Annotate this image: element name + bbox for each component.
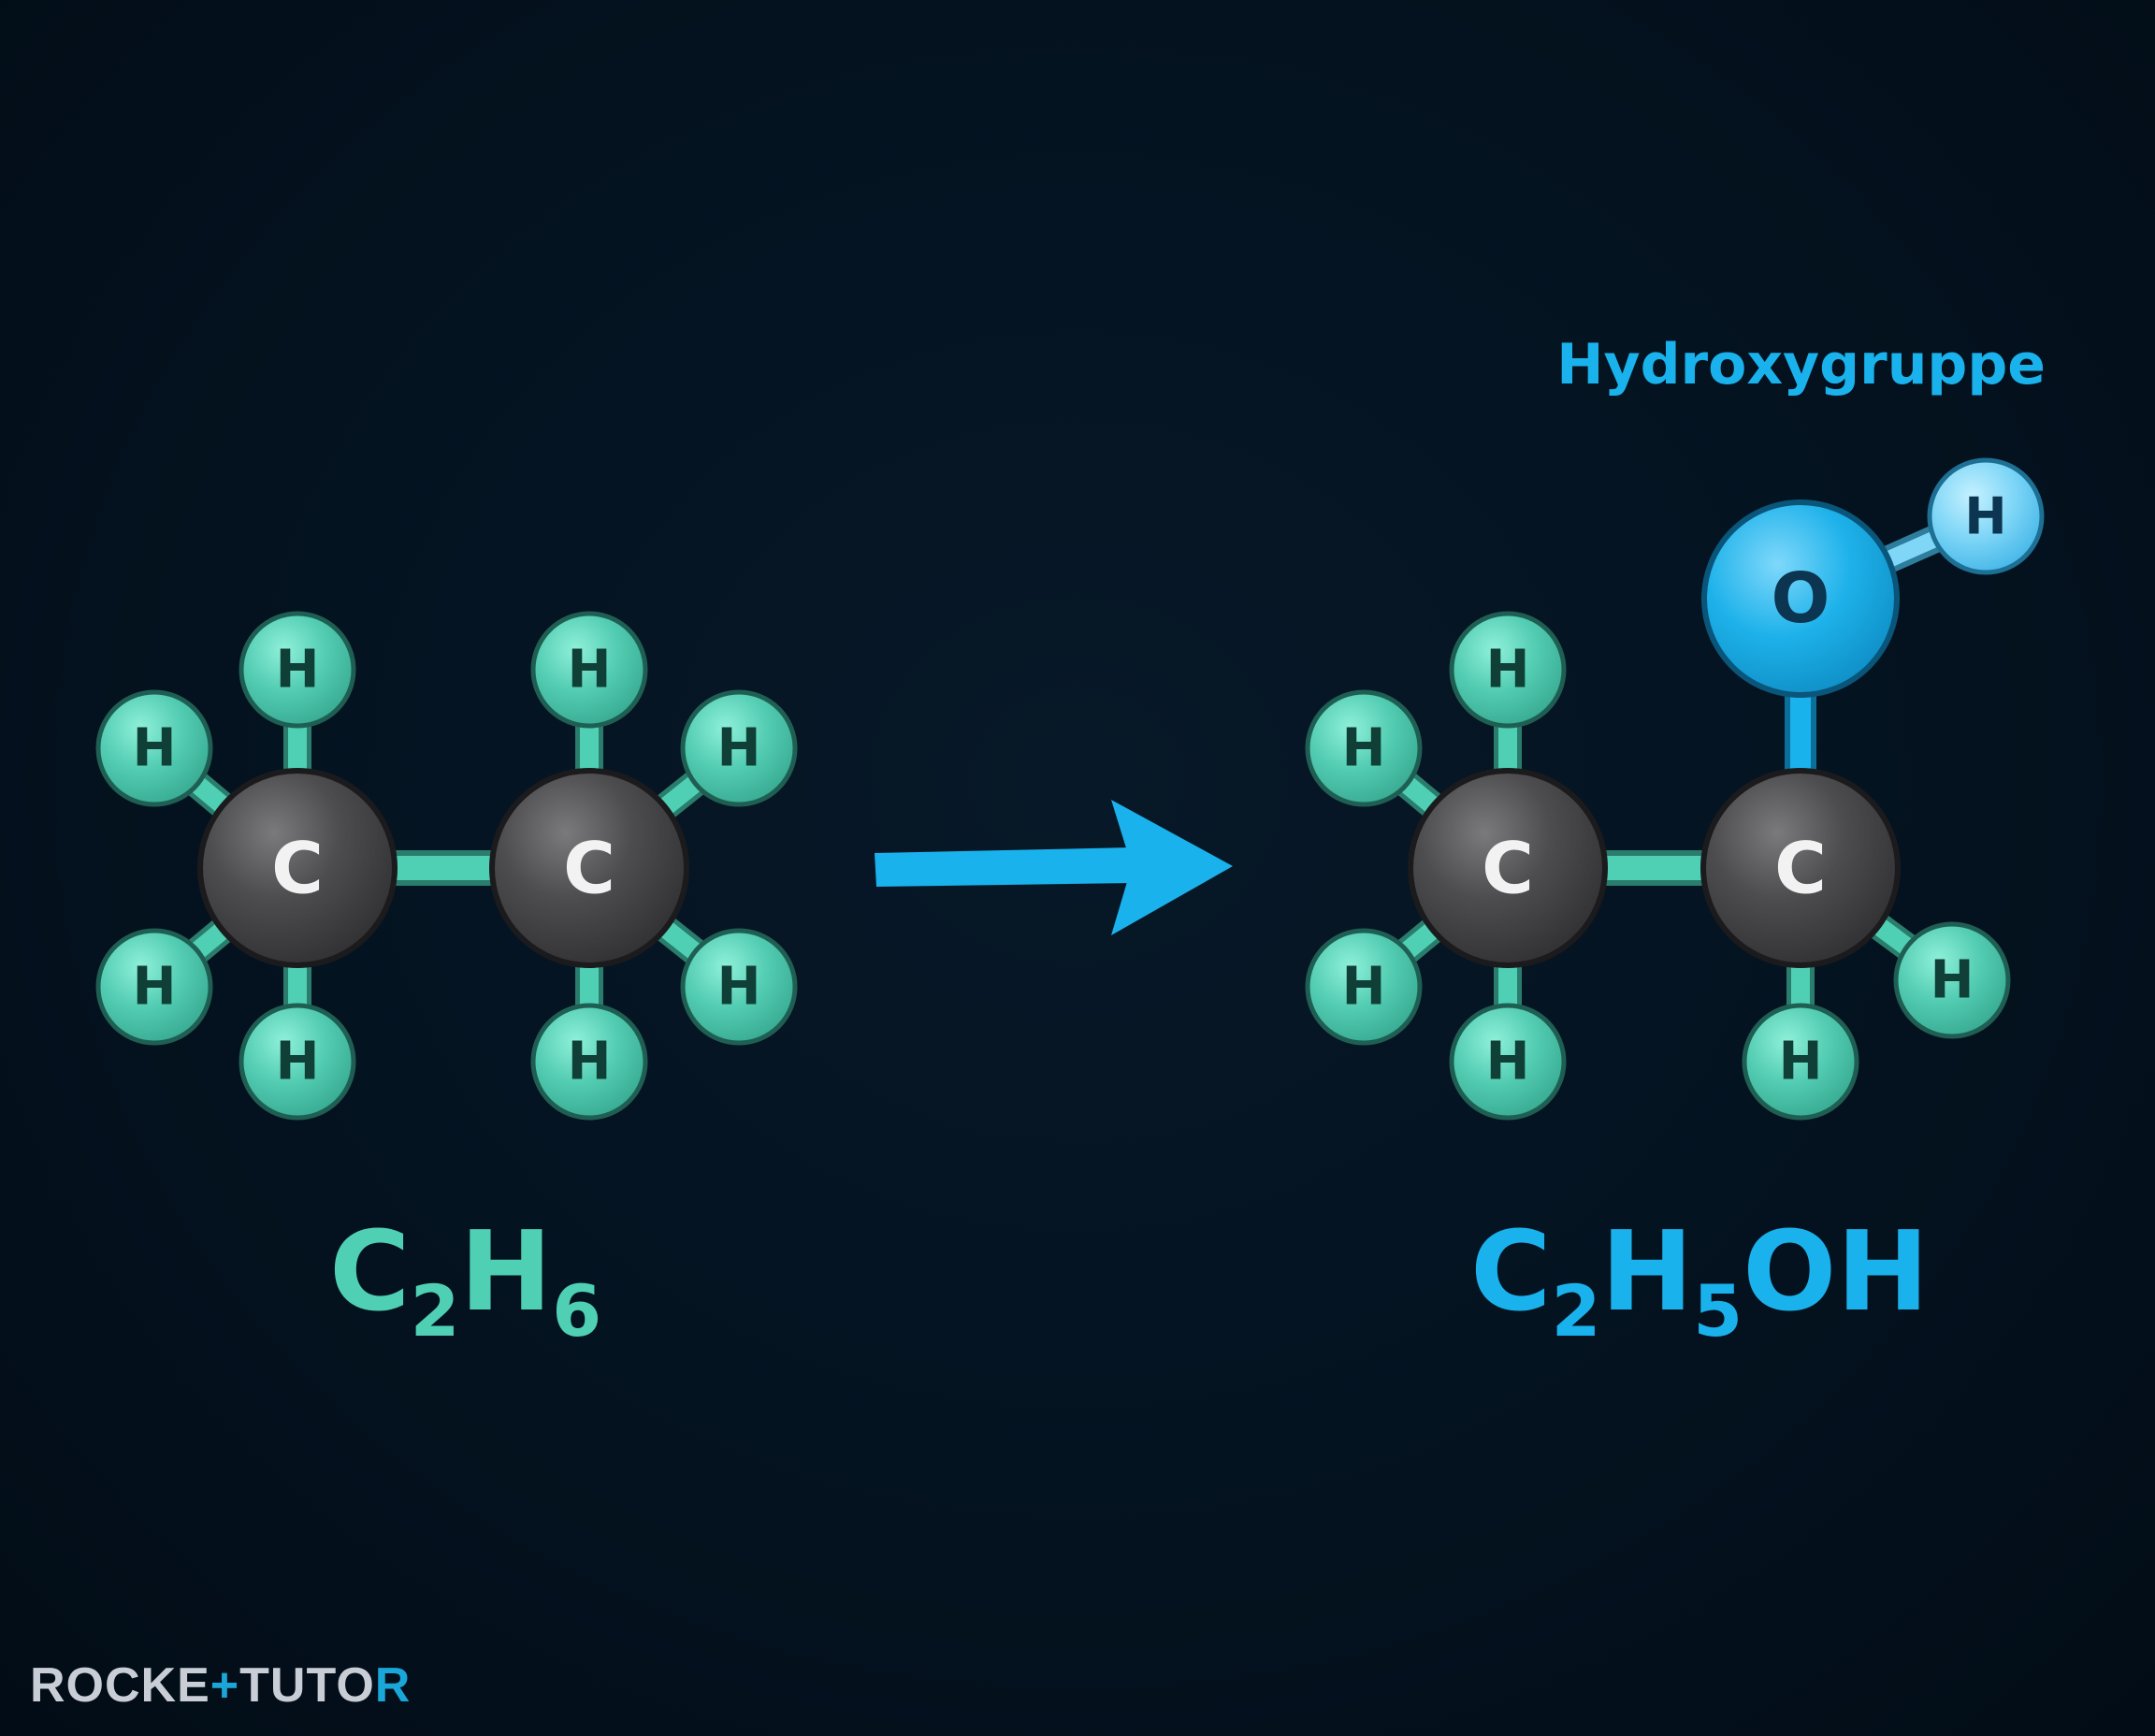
ethane-carbons: C C [197, 768, 689, 968]
formula-symbol: H [460, 1207, 553, 1336]
brand-text-part3: R [374, 1658, 412, 1713]
carbon-label: C [271, 827, 324, 910]
carbon-label: C [1774, 827, 1827, 910]
carbon-atom: C [1408, 768, 1608, 968]
ethane-molecule: H H H H H [95, 611, 798, 1121]
hydrogen-label: H [1779, 1032, 1823, 1092]
formula-symbol: C [1470, 1207, 1552, 1336]
ethanol-hydrogens: H H H H H [1305, 611, 2011, 1121]
formula-subscript: 6 [552, 1269, 601, 1353]
hydroxyl-hydrogen-atom: H [1927, 457, 2045, 575]
hydrogen-atom: H [95, 928, 213, 1046]
hydrogen-atom: H [95, 689, 213, 807]
hydrogen-label: H [133, 957, 177, 1018]
ethane-formula: C2H6 [329, 1207, 601, 1353]
hydrogen-label: H [1486, 1032, 1530, 1092]
reaction-arrow [875, 800, 1233, 935]
ethanol-carbons: C C [1408, 768, 1901, 968]
hydroxy-group-label: Hydroxygruppe [1556, 332, 2046, 398]
arrow-head [1111, 800, 1233, 935]
carbon-label: C [563, 827, 615, 910]
hydrogen-label: H [568, 640, 612, 701]
formula-subscript: 5 [1693, 1269, 1743, 1353]
carbon-label: C [1482, 827, 1534, 910]
carbon-atom: C [197, 768, 398, 968]
hydrogen-label: H [717, 957, 761, 1018]
brand-plus-accent: + [210, 1658, 240, 1713]
hydroxyl-group: O H Hydroxygruppe [1556, 332, 2046, 698]
hydrogen-atom: H [239, 611, 356, 729]
brand-text-part1: ROCKE [30, 1658, 210, 1713]
hydrogen-atom: H [530, 611, 648, 729]
hydrogen-label: H [1342, 957, 1386, 1018]
formula-symbol: H [1601, 1207, 1694, 1336]
hydrogen-atom: H [530, 1003, 648, 1121]
carbon-atom: C [1700, 768, 1901, 968]
ethanol-formula: C2H5OH [1470, 1207, 1929, 1353]
hydrogen-atom: H [1449, 1003, 1567, 1121]
oxygen-label: O [1772, 558, 1830, 639]
hydrogen-atom: H [680, 689, 798, 807]
arrow-shaft [875, 847, 1135, 887]
hydrogen-label: H [1964, 487, 2006, 546]
hydrogen-atom: H [1305, 689, 1423, 807]
hydrogen-atom: H [1305, 928, 1423, 1046]
hydrogen-atom: H [1449, 611, 1567, 729]
ethane-hydrogens: H H H H H [95, 611, 798, 1121]
carbon-atom: C [489, 768, 689, 968]
hydrogen-label: H [133, 718, 177, 779]
hydrogen-atom: H [239, 1003, 356, 1121]
hydrogen-label: H [1931, 950, 1974, 1011]
hydrogen-atom: H [1893, 921, 2011, 1039]
hydrogen-label: H [1342, 718, 1386, 779]
hydrogen-label: H [1486, 640, 1530, 701]
formula-subscript: 2 [1552, 1269, 1601, 1353]
brand-text-part2: TUTO [239, 1658, 375, 1713]
brand-logo: ROCKE+TUTOR [30, 1657, 411, 1714]
ethanol-molecule: H H H H H [1305, 332, 2046, 1121]
hydrogen-label: H [276, 1032, 320, 1092]
formula-symbol: OH [1743, 1207, 1929, 1336]
formula-subscript: 2 [411, 1269, 460, 1353]
hydrogen-atom: H [1742, 1003, 1859, 1121]
hydrogen-label: H [276, 640, 320, 701]
oxygen-atom: O [1701, 499, 1900, 698]
hydrogen-atom: H [680, 928, 798, 1046]
formula-symbol: C [329, 1207, 411, 1336]
hydrogen-label: H [717, 718, 761, 779]
hydrogen-label: H [568, 1032, 612, 1092]
